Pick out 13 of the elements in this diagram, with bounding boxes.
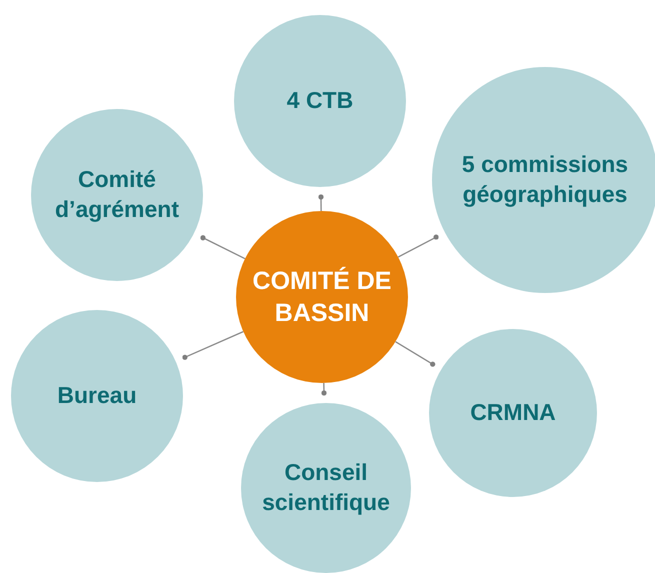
node-label: Bureau bbox=[57, 381, 137, 410]
node-label: COMITÉ DE BASSIN bbox=[252, 266, 392, 329]
connector-line bbox=[398, 234, 439, 258]
node-label: CRMNA bbox=[470, 398, 556, 428]
connector-line bbox=[318, 194, 324, 211]
node-label: Conseil scientifique bbox=[261, 458, 391, 517]
connector-line bbox=[182, 331, 244, 360]
node-label: Comité d’agrément bbox=[54, 165, 180, 224]
connector-line bbox=[395, 341, 436, 367]
connector-line bbox=[321, 382, 327, 396]
connector-line bbox=[200, 235, 246, 260]
node-label: 5 commissions géographiques bbox=[460, 150, 630, 209]
node-label: 4 CTB bbox=[286, 86, 354, 116]
